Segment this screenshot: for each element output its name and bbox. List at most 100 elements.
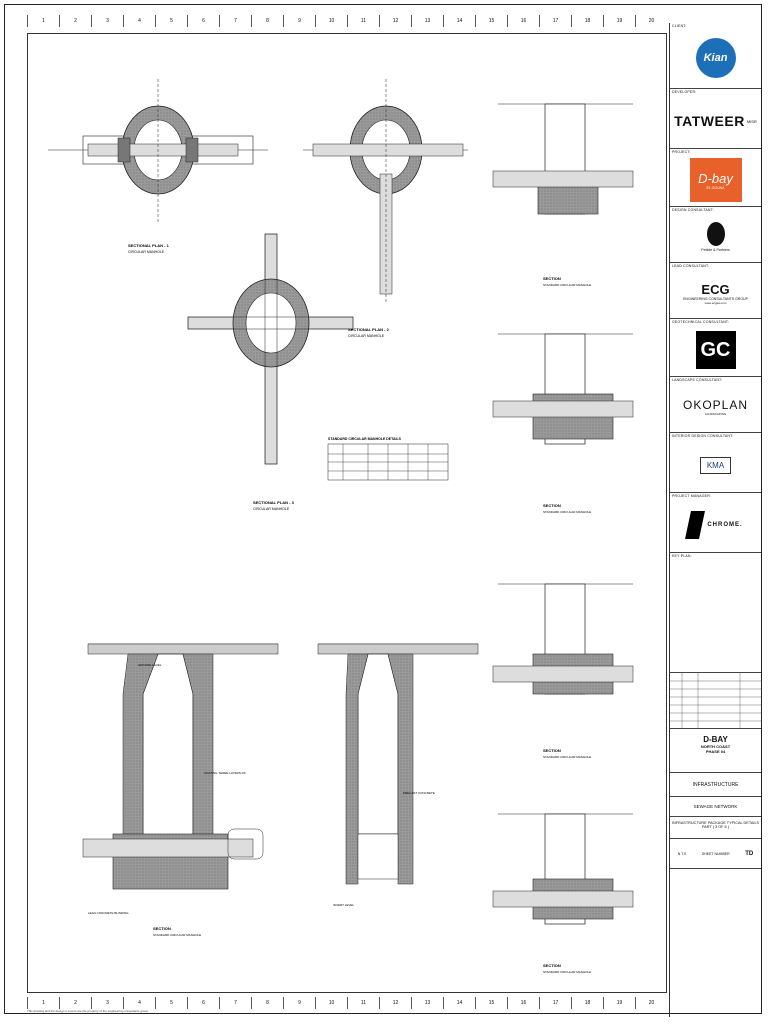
section-label-1: SECTION — [543, 276, 561, 281]
grid-number: 10 — [315, 15, 347, 27]
client-logo: Kian — [670, 31, 761, 85]
table-title: STANDARD CIRCULAR MANHOLE DETAILS — [328, 437, 402, 441]
lead-name: ENGINEERING CONSULTANTS GROUP — [683, 296, 748, 301]
grid-number: 20 — [635, 15, 667, 27]
project-logo-sub: EL GOUNA — [706, 185, 725, 190]
system-box: SEWAGE NETWORK — [670, 797, 761, 817]
grid-number: 16 — [507, 997, 539, 1009]
note-precast: PRECAST CONCRETE — [403, 791, 435, 795]
section-label-4: SECTION — [543, 963, 561, 968]
client-box: CLIENT: Kian — [670, 23, 761, 89]
footer-note: This drawing and the design it covers ar… — [27, 1009, 149, 1013]
grid-number: 15 — [475, 15, 507, 27]
large-section-middle: INVERT LEVEL PRECAST CONCRETE — [317, 643, 479, 907]
section-sub-1: STANDARD CIRCULAR MANHOLE — [543, 283, 591, 287]
grid-number: 3 — [91, 15, 123, 27]
developer-logo: TATWEER MISR — [670, 97, 761, 145]
revision-grid — [670, 673, 762, 729]
right-section-3: SECTION STANDARD CIRCULAR MANHOLE — [492, 583, 634, 759]
right-section-2: SECTION STANDARD CIRCULAR MANHOLE — [492, 333, 634, 514]
grid-number: 4 — [123, 15, 155, 27]
grid-number: 20 — [635, 997, 667, 1009]
grid-number: 17 — [539, 15, 571, 27]
system: SEWAGE NETWORK — [693, 804, 738, 809]
grid-number: 14 — [443, 15, 475, 27]
grid-number: 18 — [571, 15, 603, 27]
grid-number: 3 — [91, 997, 123, 1009]
plan1-subtitle: CIRCULAR MANHOLE — [128, 250, 165, 254]
landscape-logo: OKOPLAN LANDSCAPING — [670, 385, 761, 429]
plan3-title: SECTIONAL PLAN - 3 — [253, 500, 295, 505]
landscape-logo-text: OKOPLAN — [682, 398, 749, 412]
note-ground-level: GROUND LEVEL — [138, 663, 162, 667]
sheet-number: TD — [745, 850, 754, 857]
discipline-box: INFRASTRUCTURE — [670, 773, 761, 797]
grid-number: 7 — [219, 15, 251, 27]
pm-box: PROJECT MANAGER: CHROME. — [670, 493, 761, 553]
drawing-area: SECTIONAL PLAN - 1 CIRCULAR MANHOLE SECT… — [27, 33, 667, 993]
grid-number: 11 — [347, 997, 379, 1009]
lead-logo: ECG ENGINEERING CONSULTANTS GROUP www.ec… — [670, 271, 761, 315]
grid-number: 13 — [411, 15, 443, 27]
note-invert: INVERT LEVEL — [333, 903, 354, 907]
section-label-3: SECTION — [543, 748, 561, 753]
grid-number: 6 — [187, 997, 219, 1009]
title-block: CLIENT: Kian DEVELOPER: TATWEER MISR PRO… — [669, 23, 762, 1017]
grid-number: 17 — [539, 997, 571, 1009]
pm-logo-text: CHROME. — [707, 522, 743, 528]
plan3-subtitle: CIRCULAR MANHOLE — [253, 507, 290, 511]
drawing-canvas: SECTIONAL PLAN - 1 CIRCULAR MANHOLE SECT… — [48, 79, 634, 974]
grid-number: 15 — [475, 997, 507, 1009]
developer-logo-text: TATWEER — [674, 113, 745, 129]
lead-label: LEAD CONSULTANT: — [672, 264, 710, 268]
drawing-part: PART ( 3 OF 6 ) — [701, 825, 729, 829]
grid-number: 16 — [507, 15, 539, 27]
grid-number: 18 — [571, 997, 603, 1009]
project-box: PROJECT: D-bay EL GOUNA — [670, 149, 761, 207]
large-section-left: SECTION STANDARD CIRCULAR MANHOLE GROUND… — [82, 643, 279, 937]
section-sub-3: STANDARD CIRCULAR MANHOLE — [543, 755, 591, 759]
project-location: NORTH COAST — [700, 744, 731, 749]
lead-logo-text: ECG — [701, 281, 730, 297]
grid-number: 2 — [59, 15, 91, 27]
chrome-icon — [685, 511, 706, 539]
grid-number: 9 — [283, 15, 315, 27]
sheet-label: SHEET NUMBER — [701, 851, 730, 856]
grid-number: 14 — [443, 997, 475, 1009]
project-name-box: D-BAY NORTH COAST PHASE 04 — [670, 729, 761, 773]
design-logo: Pebble & Partners — [670, 215, 761, 259]
interior-box: INTERIOR DESIGN CONSULTANT: KMA — [670, 433, 761, 493]
grid-number: 13 — [411, 997, 443, 1009]
geotech-box: GEOTECHNICAL CONSULTANT: GC — [670, 319, 761, 377]
sectional-plan-1: SECTIONAL PLAN - 1 CIRCULAR MANHOLE — [48, 79, 268, 254]
pm-logo: CHROME. — [670, 501, 761, 549]
grid-number: 4 — [123, 997, 155, 1009]
plan2-title: SECTIONAL PLAN - 2 — [348, 327, 390, 332]
grid-number: 12 — [379, 997, 411, 1009]
gc-logo: GC — [670, 327, 761, 373]
right-section-4: SECTION STANDARD CIRCULAR MANHOLE — [492, 813, 634, 974]
note-coating: COATING THREE LAYERS OF — [204, 771, 246, 775]
drawing-title-box: INFRASTRUCTURE PACKAGE TYPICAL DETAILS P… — [670, 817, 761, 839]
key-plan-box: KEY PLAN: — [670, 553, 761, 673]
developer-logo-sub: MISR — [746, 118, 757, 124]
design-box: DESIGN CONSULTANT: Pebble & Partners — [670, 207, 761, 263]
key-plan-label: KEY PLAN: — [672, 554, 692, 558]
sectional-plan-3: SECTIONAL PLAN - 3 CIRCULAR MANHOLE — [187, 233, 354, 511]
client-label: CLIENT: — [672, 24, 687, 28]
section-sub-5: STANDARD CIRCULAR MANHOLE — [153, 933, 201, 937]
grid-number: 2 — [59, 997, 91, 1009]
grid-number: 1 — [27, 15, 59, 27]
gc-label: GEOTECHNICAL CONSULTANT: — [672, 320, 730, 324]
manhole-details-table: STANDARD CIRCULAR MANHOLE DETAILS — [327, 437, 449, 481]
grid-number: 5 — [155, 15, 187, 27]
design-name: Pebble & Partners — [701, 248, 730, 252]
grid-number: 5 — [155, 997, 187, 1009]
project-logo-text: D-bay — [698, 170, 733, 186]
grid-number: 12 — [379, 15, 411, 27]
landscape-box: LANDSCAPE CONSULTANT: OKOPLAN LANDSCAPIN… — [670, 377, 761, 433]
lead-url: www.ecgsa.com — [704, 300, 727, 305]
grid-number: 7 — [219, 997, 251, 1009]
